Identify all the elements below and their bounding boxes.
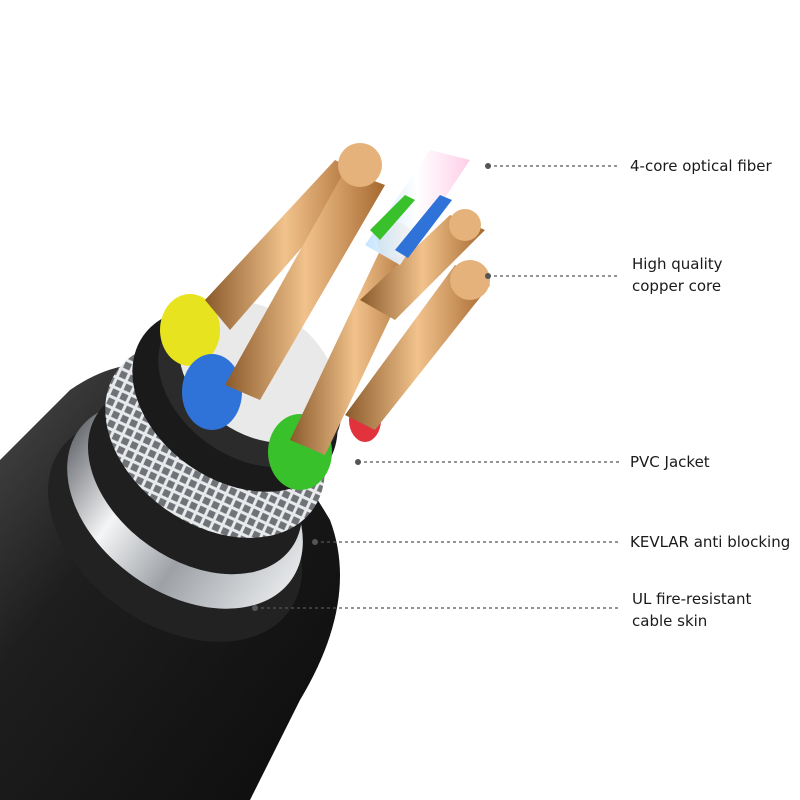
callout-text: KEVLAR anti blocking: [630, 533, 791, 551]
callout-kevlar: KEVLAR anti blocking: [630, 531, 790, 553]
blue-wire: [182, 354, 242, 430]
callout-text: PVC Jacket: [630, 453, 710, 471]
callout-text: cable skin: [632, 612, 708, 630]
yellow-wire: [160, 294, 220, 366]
callout-copper-core: High quality copper core: [632, 253, 723, 297]
callout-text: High quality: [632, 255, 723, 273]
callout-optical-fiber: 4-core optical fiber: [630, 155, 772, 177]
callout-text: copper core: [632, 277, 722, 295]
leader-lines: [252, 163, 620, 611]
callout-pvc-jacket: PVC Jacket: [630, 451, 710, 473]
callout-text: 4-core optical fiber: [630, 157, 772, 175]
callout-ul-skin: UL fire-resistant cable skin: [632, 588, 751, 632]
optical-fibers: [365, 150, 470, 265]
callout-text: UL fire-resistant: [632, 590, 752, 608]
copper-strands: [205, 143, 490, 455]
